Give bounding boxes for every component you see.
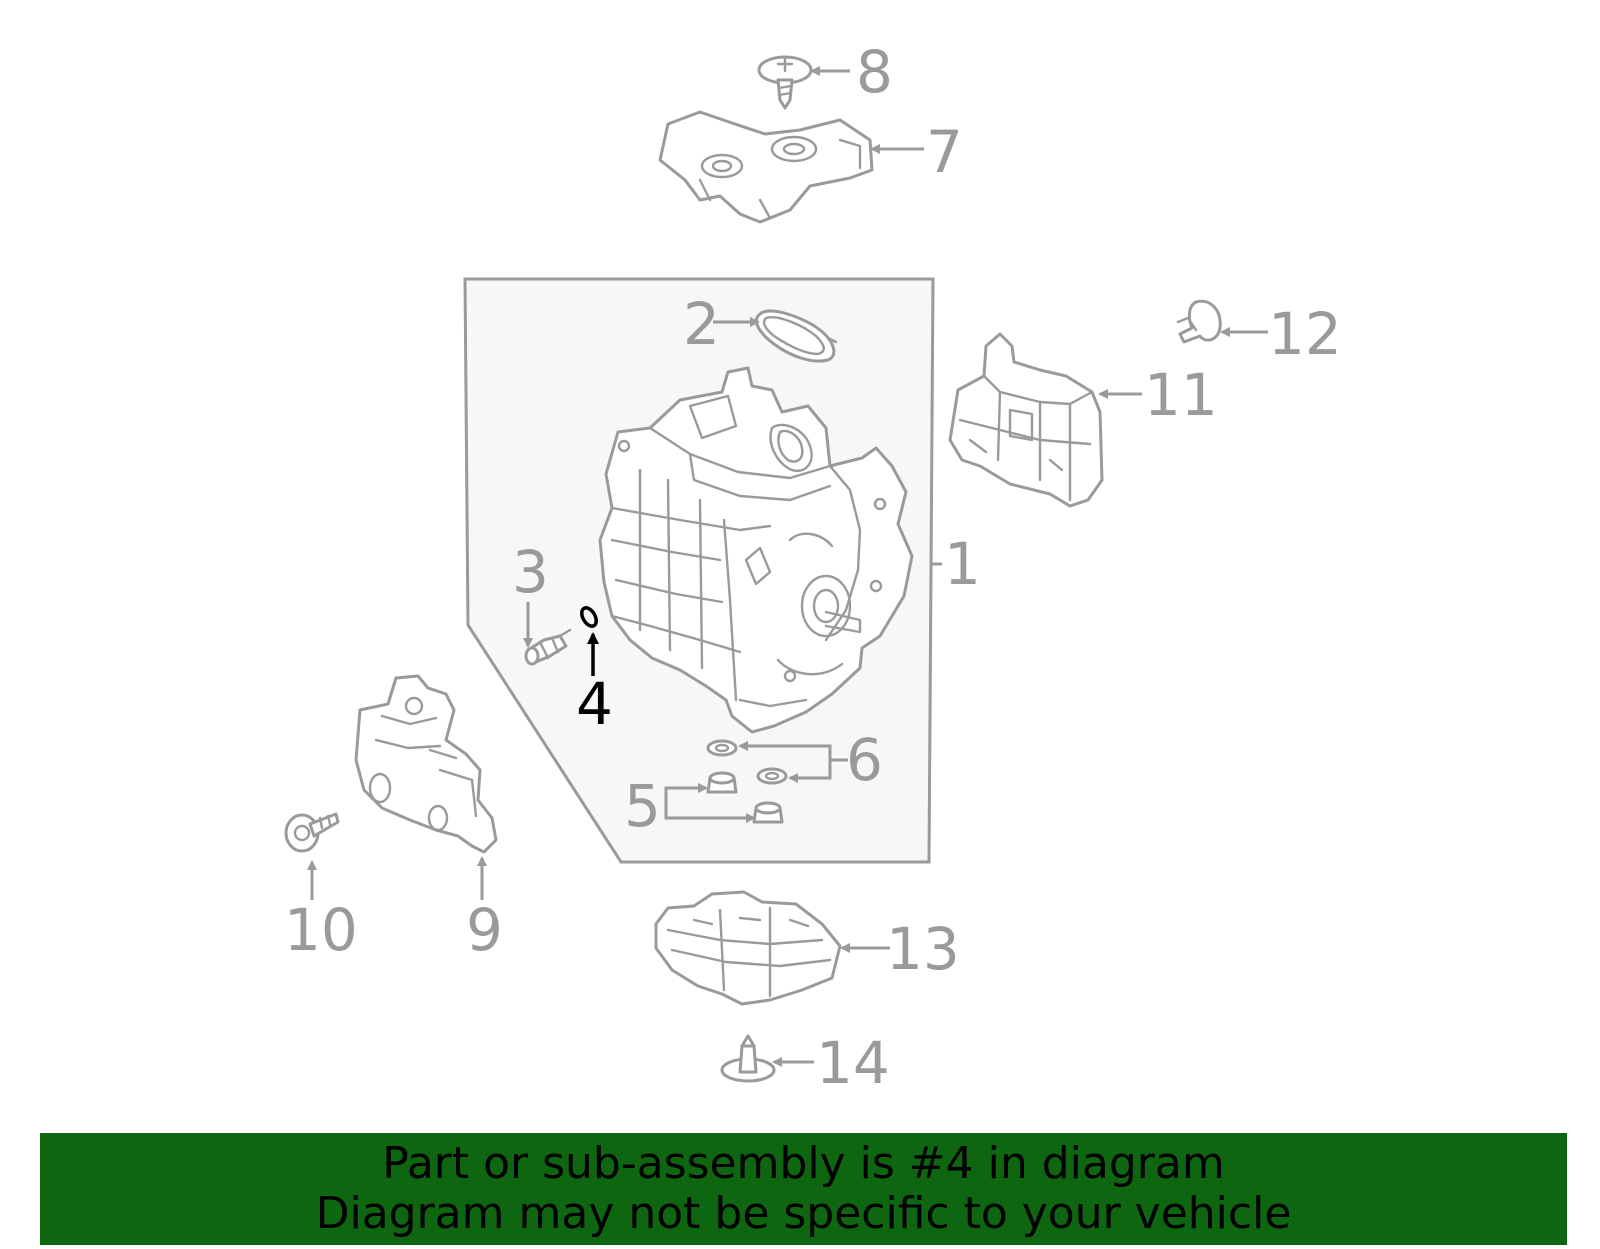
part-8-screw bbox=[757, 55, 813, 110]
callout-7: 7 bbox=[926, 118, 963, 186]
leader-6b bbox=[788, 760, 832, 783]
part-2-gasket bbox=[755, 309, 838, 363]
callout-14: 14 bbox=[816, 1029, 890, 1097]
part-11-bracket bbox=[948, 332, 1104, 508]
leader-6 bbox=[738, 741, 848, 762]
callout-5: 5 bbox=[624, 772, 661, 840]
callout-6: 6 bbox=[846, 726, 883, 794]
callout-3: 3 bbox=[512, 538, 549, 606]
callout-10: 10 bbox=[284, 896, 358, 964]
part-3-sensor bbox=[524, 628, 572, 666]
callout-11: 11 bbox=[1144, 361, 1218, 429]
leader-5 bbox=[664, 783, 708, 806]
callout-13: 13 bbox=[886, 915, 960, 983]
banner-line-1: Part or sub-assembly is #4 in diagram bbox=[382, 1138, 1225, 1189]
part-12-clip bbox=[1176, 299, 1222, 344]
part-7-cover bbox=[658, 110, 874, 224]
callout-9: 9 bbox=[466, 896, 503, 964]
part-13-cover bbox=[654, 890, 842, 1006]
callout-1: 1 bbox=[944, 530, 981, 598]
callout-8: 8 bbox=[856, 38, 893, 106]
callout-4: 4 bbox=[576, 670, 613, 738]
info-banner: Part or sub-assembly is #4 in diagram Di… bbox=[40, 1133, 1567, 1245]
part-10-bolt bbox=[284, 812, 340, 853]
part-9-bracket bbox=[354, 674, 498, 854]
part-1-housing bbox=[598, 366, 914, 734]
part-4-o-ring bbox=[580, 606, 598, 628]
callout-2: 2 bbox=[683, 290, 720, 358]
part-6-washers bbox=[706, 739, 788, 785]
parts-diagram: 8 7 2 12 11 1 3 4 6 5 10 9 13 14 bbox=[284, 38, 1342, 1097]
callout-12: 12 bbox=[1268, 300, 1342, 368]
banner-line-2: Diagram may not be specific to your vehi… bbox=[315, 1188, 1292, 1239]
part-14-pin bbox=[720, 1034, 776, 1083]
part-5-bushings bbox=[706, 771, 784, 824]
leader-5b bbox=[664, 806, 756, 823]
